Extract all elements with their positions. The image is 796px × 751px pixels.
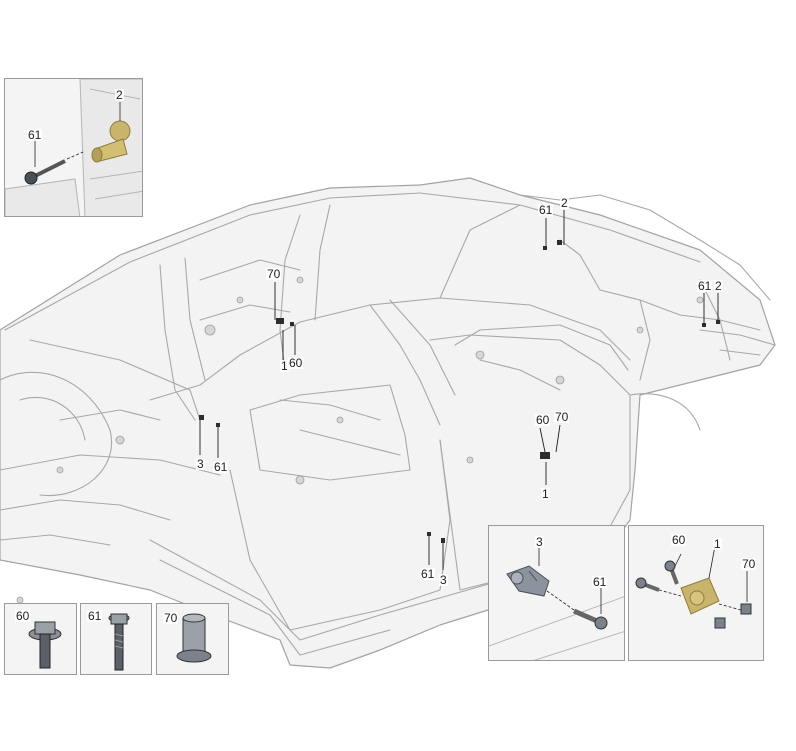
callout-61-top: 61: [538, 203, 554, 217]
roof-rail-left: [4, 192, 421, 331]
callout-60-b-pillar: 60: [288, 356, 304, 370]
callout-61-sill: 61: [420, 567, 436, 581]
part-61-label: 61: [87, 609, 103, 623]
inset-part-3: 3 61: [488, 525, 625, 661]
callout-1-door: 1: [541, 487, 550, 501]
nut-70-icon-inset: [714, 603, 752, 629]
callout-2-top: 2: [560, 196, 569, 210]
inset-tl-label-2: 2: [115, 88, 124, 102]
callout-61-a-pillar: 61: [213, 460, 229, 474]
inset-3-label-61: 61: [592, 575, 608, 589]
callout-3-a-pillar: 3: [196, 457, 205, 471]
inset-part-2: 61 2: [4, 78, 143, 217]
part-60-label: 60: [15, 609, 31, 623]
inset-part-3-drawing: [489, 526, 624, 660]
part-box-60: 60: [4, 603, 77, 675]
leader-60-door: [539, 427, 546, 453]
inset-tl-label-61: 61: [27, 128, 43, 142]
front-door-outline: [229, 439, 451, 631]
inset-1-label-60: 60: [671, 533, 687, 547]
inset-3-label-3: 3: [535, 535, 544, 549]
part-box-61: 61: [80, 603, 152, 675]
inset-part-2-drawing: [5, 79, 142, 216]
callout-60-door: 60: [535, 413, 551, 427]
bracket-part-2-icon: [91, 120, 131, 163]
b-pillar: [159, 264, 196, 421]
callout-2-front: 2: [714, 279, 723, 293]
bolt-61-icon: [24, 159, 66, 185]
callout-70-b-pillar: 70: [266, 267, 282, 281]
front-door-opening: [249, 384, 411, 481]
inset-1-label-70: 70: [741, 557, 757, 571]
a-pillar: [369, 304, 441, 426]
part-box-70: 70: [156, 603, 229, 675]
callout-3-sill: 3: [439, 573, 448, 587]
callout-70-door: 70: [554, 410, 570, 424]
inset-part-1: 60 1 70: [628, 525, 764, 661]
inset-part-1-drawing: [629, 526, 763, 660]
side-sill: [149, 539, 521, 641]
part-70-label: 70: [163, 611, 179, 625]
inset-1-label-1: 1: [713, 537, 722, 551]
callout-1-b-pillar: 1: [280, 359, 289, 373]
leader-70-door: [555, 424, 561, 453]
bolt-60-icon-inset: [635, 560, 679, 592]
bracket-part-3-icon: [506, 565, 550, 597]
bolt-61-icon-inset: [573, 608, 608, 630]
callout-61-front: 61: [697, 279, 713, 293]
bracket-part-1-icon: [680, 577, 720, 615]
